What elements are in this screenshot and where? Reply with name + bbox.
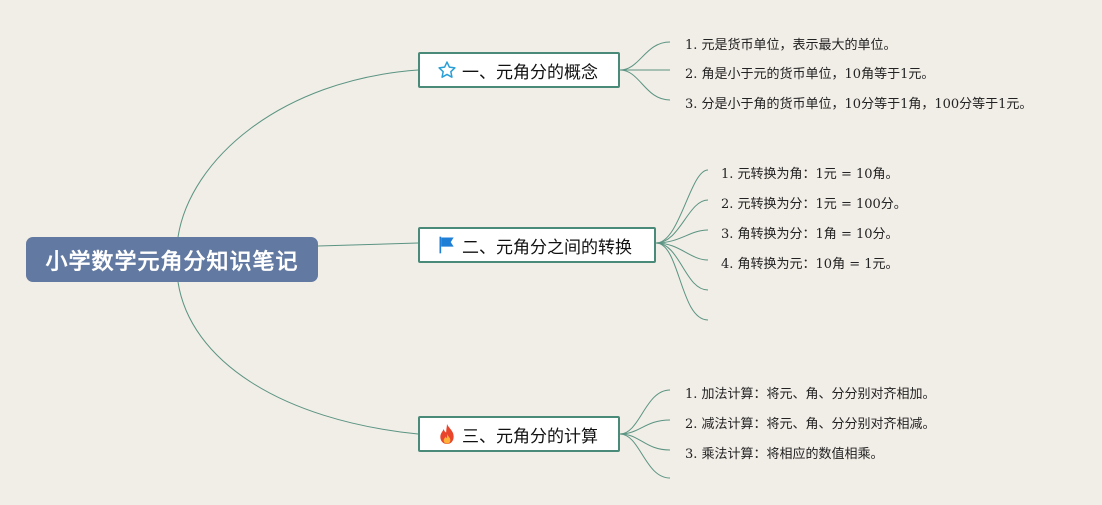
leaf-item[interactable]: 1. 加法计算：将元、角、分分别对齐相加。 xyxy=(685,387,936,402)
fire-icon xyxy=(436,423,458,445)
leaf-item[interactable]: 3. 角转换为分：1角 = 10分。 xyxy=(721,227,899,242)
flag-icon xyxy=(436,234,458,256)
branch-concept[interactable]: 一、元角分的概念 xyxy=(418,52,620,88)
star-icon xyxy=(436,59,458,81)
leaf-item[interactable]: 2. 元转换为分：1元 = 100分。 xyxy=(721,197,907,212)
leaf-item[interactable]: 1. 元是货币单位，表示最大的单位。 xyxy=(685,38,897,53)
leaf-item[interactable]: 2. 减法计算：将元、角、分分别对齐相减。 xyxy=(685,417,936,432)
leaf-item[interactable]: 2. 角是小于元的货币单位，10角等于1元。 xyxy=(685,67,935,82)
leaf-item[interactable]: 4. 角转换为元：10角 = 1元。 xyxy=(721,257,899,272)
branch-title: 三、元角分的计算 xyxy=(462,426,598,447)
leaf-item[interactable]: 3. 分是小于角的货币单位，10分等于1角，100分等于1元。 xyxy=(685,97,1033,112)
branch-title: 一、元角分的概念 xyxy=(462,62,598,83)
root-topic[interactable]: 小学数学元角分知识笔记 xyxy=(26,237,318,282)
leaf-item[interactable]: 3. 乘法计算：将相应的数值相乘。 xyxy=(685,447,884,462)
root-title: 小学数学元角分知识笔记 xyxy=(45,249,299,275)
branch-title: 二、元角分之间的转换 xyxy=(462,237,632,258)
branch-conversion[interactable]: 二、元角分之间的转换 xyxy=(418,227,656,263)
branch-calculation[interactable]: 三、元角分的计算 xyxy=(418,416,620,452)
leaf-item[interactable]: 1. 元转换为角：1元 = 10角。 xyxy=(721,167,899,182)
